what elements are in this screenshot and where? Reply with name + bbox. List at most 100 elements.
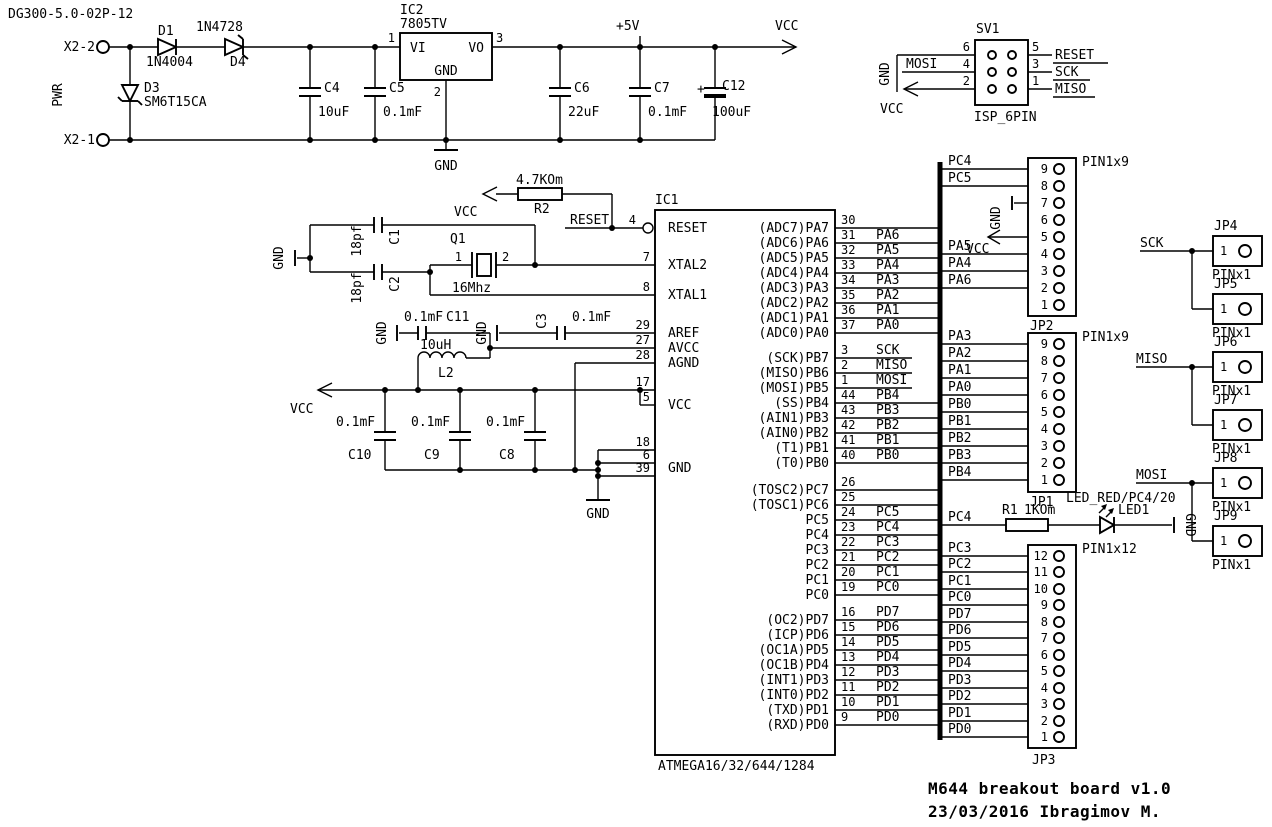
net-label: PC4 bbox=[948, 154, 972, 169]
ref-label: JP9 bbox=[1214, 509, 1237, 524]
pin-label: PC5 bbox=[806, 513, 829, 528]
capacitor-c2-symbol bbox=[373, 264, 383, 280]
resistor-r1-symbol bbox=[1005, 518, 1049, 532]
pin-number: 30 bbox=[841, 213, 855, 227]
net-label: PC4 bbox=[948, 510, 972, 525]
pin-number: 6 bbox=[1041, 648, 1048, 662]
part-label: PIN1x9 bbox=[1082, 330, 1129, 345]
led-circuit: PC4 R1 1KOm LED_RED/PC4/20 LED1 GND bbox=[940, 491, 1197, 537]
ref-label: JP8 bbox=[1214, 451, 1237, 466]
pin-number: 1 bbox=[1220, 360, 1227, 374]
pin-label: (ADC5)PA5 bbox=[759, 251, 829, 266]
supply-label-vcc: VCC bbox=[290, 402, 313, 417]
wires bbox=[109, 36, 796, 150]
decoupling-circuit: VCC 0.1mF C10 0.1mF C9 0.1mF C8 GND bbox=[290, 382, 655, 522]
net-label: PA2 bbox=[876, 288, 899, 303]
inversion-bubble bbox=[642, 222, 654, 234]
pin-label: (ADC2)PA2 bbox=[759, 296, 829, 311]
net-label: PD4 bbox=[948, 656, 972, 671]
sheet-title: DG300-5.0-02P-12 bbox=[8, 7, 133, 22]
value-label: 0.1mF bbox=[383, 105, 422, 120]
reset-circuit: VCC 4.7KOm R2 RESET bbox=[454, 173, 654, 234]
net-label: PC4 bbox=[876, 520, 900, 535]
value-label: 22uF bbox=[568, 105, 599, 120]
header-box bbox=[1027, 544, 1077, 749]
gnd-label: GND bbox=[586, 507, 610, 522]
net-label: PC3 bbox=[948, 541, 971, 556]
pin-label: (OC1A)PD5 bbox=[759, 643, 829, 658]
regulator-ic2: IC2 7805TV VI VO GND 1 3 2 bbox=[388, 3, 503, 99]
ref-label: JP3 bbox=[1032, 753, 1055, 768]
capacitor-c3-symbol bbox=[556, 326, 566, 340]
pin-label: PC3 bbox=[806, 543, 829, 558]
net-label: PC1 bbox=[876, 565, 899, 580]
diode-d3-symbol bbox=[117, 84, 143, 106]
pin-number: 9 bbox=[1041, 337, 1048, 351]
wires bbox=[940, 343, 1028, 481]
pin-number: 7 bbox=[1041, 631, 1048, 645]
pin-label: (OC1B)PD4 bbox=[759, 658, 830, 673]
pin-number: 1 bbox=[1220, 244, 1227, 258]
pin-label: (MOSI)PB5 bbox=[759, 381, 829, 396]
pin-number: 1 bbox=[455, 250, 462, 264]
net-label: RESET bbox=[570, 213, 609, 228]
pin-number: 6 bbox=[643, 448, 650, 462]
pin-number: 4 bbox=[963, 57, 970, 71]
pin-label: (MISO)PB6 bbox=[759, 366, 829, 381]
value-label: 1N4728 bbox=[196, 20, 243, 35]
crystal-circuit: 18pf C1 18pf C2 GND Q1 1 2 16Mhz bbox=[272, 217, 655, 304]
pin-number: 1 bbox=[1041, 473, 1048, 487]
capacitor-c4-symbol bbox=[299, 87, 321, 97]
net-label: PB3 bbox=[948, 448, 971, 463]
gnd-label: GND bbox=[989, 206, 1004, 230]
pin-number: 21 bbox=[841, 550, 855, 564]
net-label: PB3 bbox=[876, 403, 899, 418]
pin-number: 13 bbox=[841, 650, 855, 664]
pin-number: 6 bbox=[1041, 388, 1048, 402]
header-jp1: PIN1x9 JP1 9 8 7 6 5 4 3 2 1 PA3 PA2 PA1… bbox=[940, 329, 1129, 510]
value-label: 18pf bbox=[350, 225, 365, 256]
vcc-arrow-icon bbox=[481, 186, 498, 202]
pin-label: (ADC3)PA3 bbox=[759, 281, 829, 296]
net-label: PB0 bbox=[948, 397, 971, 412]
net-label: PC0 bbox=[876, 580, 899, 595]
ref-label: C1 bbox=[388, 229, 403, 245]
net-label: PB4 bbox=[876, 388, 900, 403]
net-label: SCK bbox=[1055, 65, 1079, 80]
value-label: 0.1mF bbox=[404, 310, 443, 325]
net-label: PD0 bbox=[948, 722, 971, 737]
pin-number: 1 bbox=[1220, 302, 1227, 316]
pin-number: 33 bbox=[841, 258, 855, 272]
ref-label: C7 bbox=[654, 81, 670, 96]
pin-number: 4 bbox=[1041, 681, 1048, 695]
wires bbox=[496, 193, 643, 229]
net-label: PA0 bbox=[948, 380, 971, 395]
pin-label: (INT0)PD2 bbox=[759, 688, 829, 703]
value-label: 7805TV bbox=[400, 17, 447, 32]
header-jp8: JP8 1 PINx1 bbox=[1212, 451, 1263, 515]
pin-number: 5 bbox=[1032, 40, 1039, 54]
power-section: X2-2 X2-1 PWR D1 1N4004 1N4728 D4 D3 SM6… bbox=[51, 3, 798, 174]
inductor-l2-symbol bbox=[417, 351, 467, 359]
pin-label: VI bbox=[410, 41, 426, 56]
part-label: PINx1 bbox=[1212, 442, 1251, 457]
net-label: PD5 bbox=[876, 635, 899, 650]
pin-number: 17 bbox=[636, 375, 650, 389]
pin-number: 12 bbox=[1034, 549, 1048, 563]
net-label: PA4 bbox=[948, 256, 972, 271]
isp-header: SV1 ISP_6PIN 6 4 2 5 3 1 GND MOSI VCC RE… bbox=[878, 22, 1108, 125]
ref-label: C4 bbox=[324, 81, 340, 96]
pin-number: 2 bbox=[1041, 456, 1048, 470]
pin-number: 4 bbox=[1041, 247, 1048, 261]
pin-number: 1 bbox=[1032, 74, 1039, 88]
capacitor-c11-symbol bbox=[417, 326, 427, 340]
ref-label: IC1 bbox=[655, 193, 678, 208]
diode-d1-symbol bbox=[157, 37, 179, 57]
pin-number: 2 bbox=[963, 74, 970, 88]
vcc-arrow-icon bbox=[986, 229, 1001, 245]
pin-number: 40 bbox=[841, 448, 855, 462]
wires bbox=[1136, 250, 1213, 542]
pin-number: 1 bbox=[841, 373, 848, 387]
pin-number: 12 bbox=[841, 665, 855, 679]
